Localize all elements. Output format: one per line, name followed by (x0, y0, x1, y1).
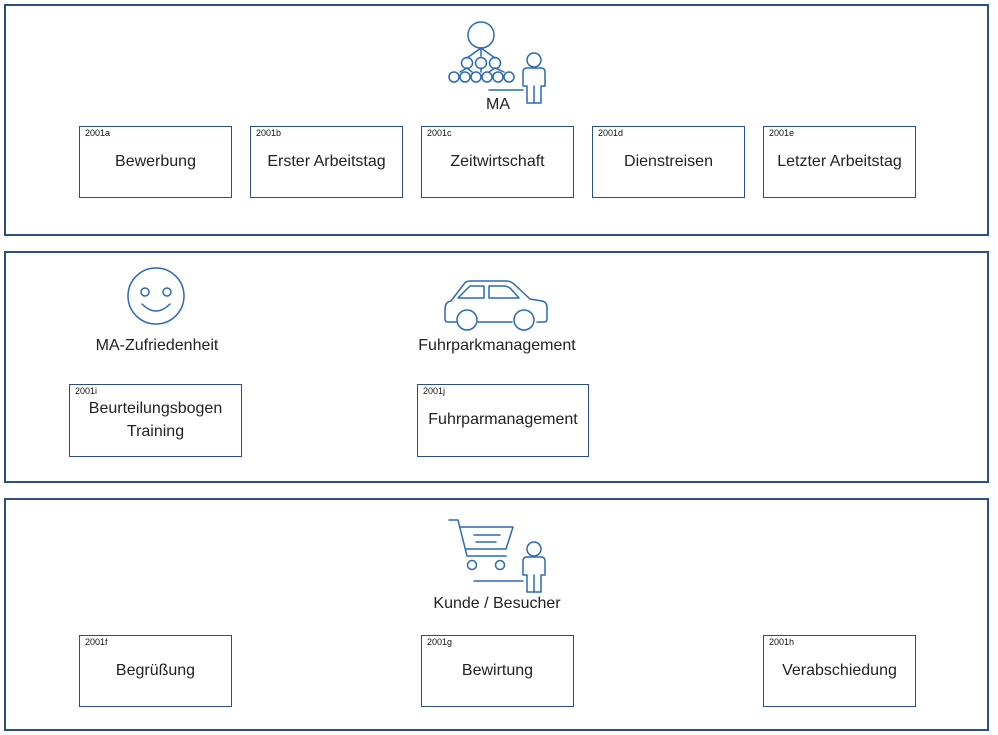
process-code: 2001a (85, 128, 111, 138)
process-label: Fuhrparmanagement (428, 411, 578, 429)
process-box-2001g[interactable]: 2001g Bewirtung (421, 635, 574, 707)
process-label: Verabschiedung (782, 661, 897, 679)
process-box-2001f[interactable]: 2001f Begrüßung (79, 635, 232, 707)
fleet-caption: Fuhrparkmanagement (418, 337, 576, 354)
satisfaction-caption: MA-Zufriedenheit (95, 337, 219, 354)
process-label: Beurteilungsbogen Training (88, 400, 223, 440)
process-label: Letzter Arbeitstag (777, 152, 902, 170)
process-box-2001j[interactable]: 2001j Fuhrparmanagement (417, 384, 589, 457)
process-code: 2001e (769, 128, 795, 138)
process-code: 2001g (427, 637, 453, 647)
org-chart-person-icon (448, 21, 546, 104)
process-code: 2001h (769, 637, 795, 647)
lane-customer-caption: Kunde / Besucher (433, 595, 561, 612)
lane-ma-caption: MA (486, 96, 510, 113)
smiley-icon (127, 267, 185, 325)
process-code: 2001i (75, 386, 98, 396)
process-label: Dienstreisen (624, 152, 713, 170)
process-label: Bewerbung (115, 152, 196, 170)
process-code: 2001f (85, 637, 108, 647)
process-label: Begrüßung (115, 661, 196, 679)
process-box-2001i[interactable]: 2001i Beurteilungsbogen Training (69, 384, 242, 457)
process-label: Erster Arbeitstag (267, 152, 386, 170)
process-label: Bewirtung (461, 661, 534, 679)
process-box-2001e[interactable]: 2001e Letzter Arbeitstag (763, 126, 916, 198)
process-code: 2001b (256, 128, 282, 138)
shopping-cart-person-icon (448, 519, 546, 593)
process-box-2001a[interactable]: 2001a Bewerbung (79, 126, 232, 198)
process-box-2001c[interactable]: 2001c Zeitwirtschaft (421, 126, 574, 198)
process-label: Zeitwirtschaft (450, 152, 545, 170)
process-code: 2001j (423, 386, 446, 396)
process-box-2001h[interactable]: 2001h Verabschiedung (763, 635, 916, 707)
process-box-2001b[interactable]: 2001b Erster Arbeitstag (250, 126, 403, 198)
car-icon (444, 280, 548, 331)
process-code: 2001c (427, 128, 452, 138)
process-code: 2001d (598, 128, 624, 138)
process-box-2001d[interactable]: 2001d Dienstreisen (592, 126, 745, 198)
